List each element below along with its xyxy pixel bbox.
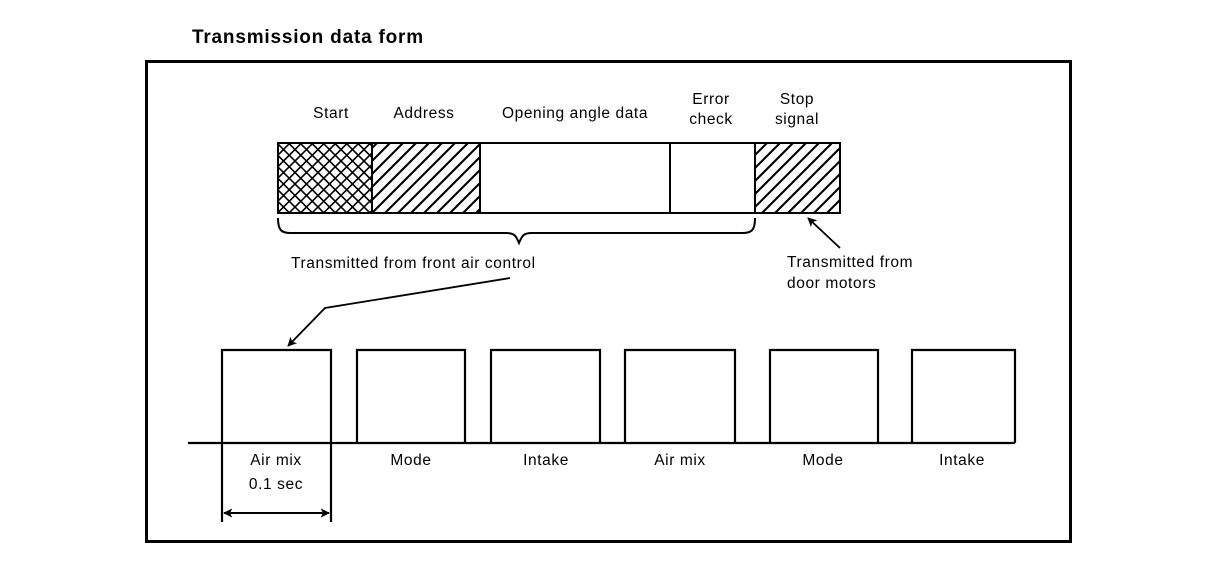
- pulse-label-1-duration: 0.1 sec: [248, 476, 304, 493]
- pulse-6: [910, 348, 1017, 443]
- page-title: Transmission data form: [192, 27, 424, 48]
- pulse-4: [623, 348, 737, 443]
- segment-label-error-check: Error check: [689, 90, 733, 130]
- figure-border: [145, 60, 1072, 543]
- segment-address: [371, 142, 481, 214]
- pulse-2: [355, 348, 467, 443]
- door-motors-caption: Transmitted from door motors: [787, 252, 913, 294]
- pulse-label-2: Mode: [390, 452, 432, 469]
- front-air-control-leader: [287, 277, 511, 347]
- pulse-train: [188, 348, 1017, 522]
- door-motors-caption-line1: Transmitted from: [787, 254, 914, 271]
- segment-start: [277, 142, 373, 214]
- segment-opening-angle-data: [479, 142, 671, 214]
- segment-label-start: Start: [313, 105, 349, 122]
- segment-stop-signal: [754, 142, 841, 214]
- segment-label-address: Address: [393, 105, 455, 122]
- pulse-label-1: Air mix 0.1 sec: [249, 449, 303, 497]
- door-motors-leader: [807, 217, 841, 249]
- pulse-label-1-name: Air mix: [250, 452, 302, 469]
- door-motors-caption-line2: door motors: [787, 275, 877, 292]
- pulse-label-5: Mode: [802, 452, 844, 469]
- pulse-label-3: Intake: [523, 452, 569, 469]
- front-air-control-brace: [277, 217, 756, 246]
- pulse-5: [768, 348, 880, 443]
- pulse-1: [220, 348, 333, 443]
- segment-label-stop-signal: Stop signal: [775, 90, 819, 130]
- segment-label-error-check-line1: Error: [692, 91, 730, 108]
- brace-caption: Transmitted from front air control: [291, 255, 536, 272]
- segment-label-stop-signal-line2: signal: [774, 111, 820, 128]
- pulse-label-4: Air mix: [654, 452, 706, 469]
- pulse-3: [489, 348, 602, 443]
- segment-label-stop-signal-line1: Stop: [779, 91, 815, 108]
- segment-label-error-check-line2: check: [689, 111, 733, 128]
- data-form-bar: [277, 142, 841, 214]
- segment-label-opening-angle-data: Opening angle data: [501, 105, 649, 122]
- segment-error-check: [669, 142, 756, 214]
- pulse-label-6: Intake: [939, 452, 985, 469]
